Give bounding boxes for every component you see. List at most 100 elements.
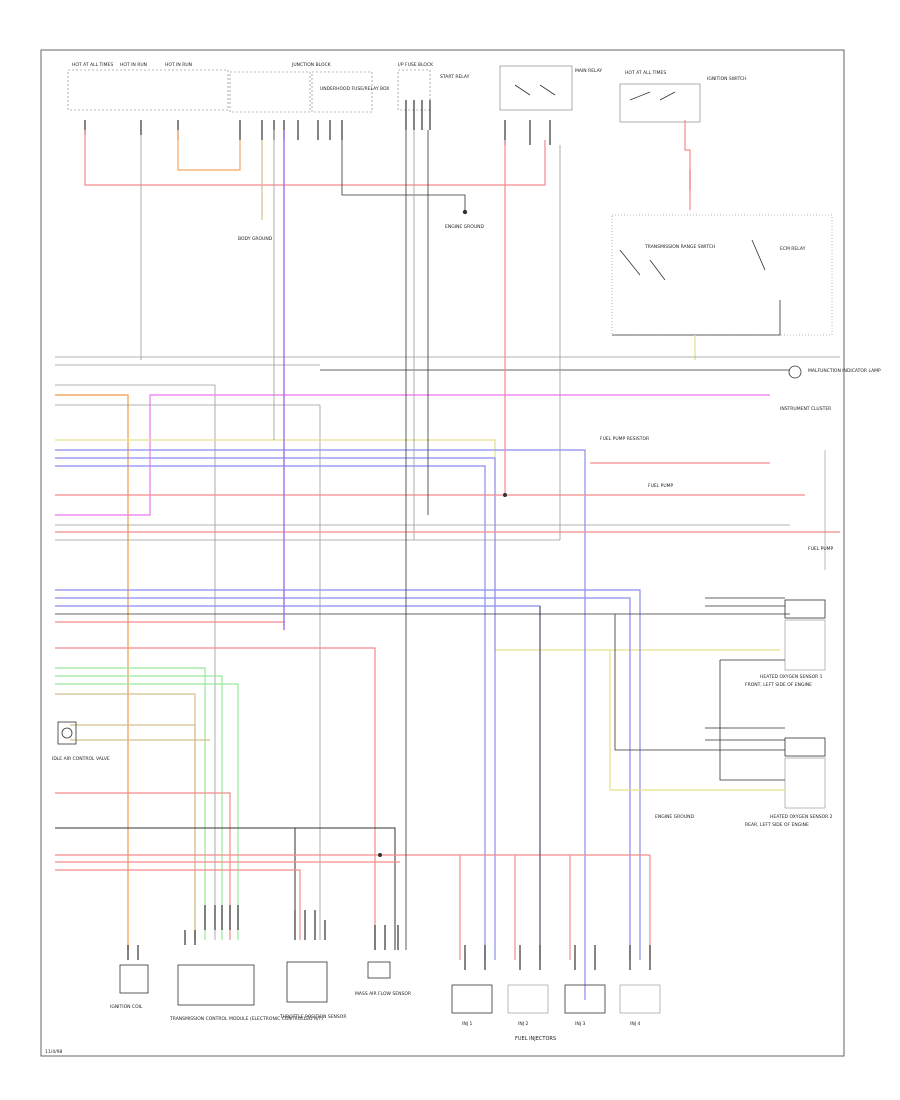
label-start-relay: START RELAY [440,74,470,80]
wire-red-maf [55,647,376,950]
footer-code: 11/4/98 [45,1049,62,1055]
tcm-box [177,964,255,1006]
label-inj4: INJ 4 [630,1021,640,1027]
label-engine-ground-2: ENGINE GROUND [655,814,694,820]
fuse-box-outline [67,69,229,111]
label-tcm: TRANSMISSION CONTROL MODULE (ELECTRONIC … [169,1016,323,1022]
label-instrument-cluster: INSTRUMENT CLUSTER [780,406,831,412]
label-fuel-pump-right: FUEL PUMP [808,546,834,552]
right-sensors: FUEL PUMP HEATED OXYGEN SENSOR 1 FRONT, … [609,450,834,828]
splice-dot [378,853,382,857]
wire-blue-2 [55,457,496,960]
splice-dot-2 [503,493,507,497]
wire-tan-iac [70,724,196,940]
label-ho2s-1: HEATED OXYGEN SENSOR 1 [760,674,823,680]
wire-green-1 [55,667,206,940]
wire-gray-tcm [55,384,216,940]
wire-dark-sensor [55,827,396,950]
wire-yellow-knock-2 [609,650,785,791]
junction-box-outline [229,71,311,113]
label-hot-in-run-2: HOT IN RUN [165,62,192,68]
label-mil: MALFUNCTION INDICATOR LAMP [808,368,881,374]
wire-engine-ground [341,140,466,210]
bottom-components: IGNITION COIL TRANSMISSION CONTROL MODUL… [110,905,661,1042]
label-hot-at-all-times-2: HOT AT ALL TIMES [625,70,666,76]
label-idle-air: IDLE AIR CONTROL VALVE [52,756,110,762]
wire-blue-4 [55,589,641,960]
label-body-ground: BODY GROUND [238,236,273,242]
wire-green-3 [55,683,239,940]
inj2-box [507,984,549,1014]
left-components: IDLE AIR CONTROL VALVE 11/4/98 [45,721,110,1055]
wire-ignition-feed [684,120,691,210]
label-inj2: INJ 2 [518,1021,528,1027]
label-o2-desc-1: FRONT, LEFT SIDE OF ENGINE [745,682,812,688]
ho2s2-connector [784,737,826,757]
label-ho2s-2: HEATED OXYGEN SENSOR 2 [770,814,833,820]
tps-box [286,961,328,1003]
wire-blue-1 [55,449,586,1000]
inj1-box [451,984,493,1014]
label-hot-in-run-1: HOT IN RUN [120,62,147,68]
label-fuel-pump-resistor: FUEL PUMP RESISTOR [600,436,649,442]
wire-magenta-1 [55,394,770,516]
label-tps: THROTTLE POSITION SENSOR [279,1014,346,1020]
wire-orange-coil [55,394,129,950]
harness-wires: MALFUNCTION INDICATOR LAMP INSTRUMENT CL… [55,356,881,1000]
label-main-relay: MAIN RELAY [575,68,602,74]
trans-switch-symbol [619,249,666,281]
ecm-relay-symbol [751,239,766,271]
underhood-box-outline [311,71,373,113]
relay-ground-wire [612,300,781,336]
wire-blue-3 [55,465,486,960]
relay-area: TRANSMISSION RANGE SWITCH ECM RELAY [611,214,833,360]
label-junction-block: JUNCTION BLOCK [291,62,332,68]
inj4-box [619,984,661,1014]
label-engine-ground: ENGINE GROUND [445,224,484,230]
bottom-connector-ticks [127,905,651,970]
ho2s1-body [784,619,826,671]
ignition-switch-box [619,83,701,123]
label-hot-at-all-times-1: HOT AT ALL TIMES [72,62,113,68]
label-fuel-pump: FUEL PUMP [648,483,674,489]
ignition-switch-symbol [629,91,676,101]
ho2s1-connector [784,599,826,619]
diagram-frame [40,49,845,1057]
ho2s2-body [784,757,826,809]
label-underhood-fuse: UNDERHOOD FUSE/RELAY BOX [320,86,389,92]
wire-green-2 [55,675,223,940]
label-ignition-coil: IGNITION COIL [110,1004,143,1010]
label-ecm-relay: ECM RELAY [780,246,806,252]
wire-red-5 [55,792,231,940]
wire-ho2s2-c [614,614,785,751]
label-o2-desc-2: REAR, LEFT SIDE OF ENGINE [745,822,809,828]
ignition-coil-box [119,964,149,994]
relay-outline [611,214,833,336]
ground-dot [462,209,468,215]
vertical-trunks [273,130,561,960]
maf-box [367,961,391,979]
wire-orange-top [177,130,241,171]
label-inj3: INJ 3 [575,1021,585,1027]
relay-switch-symbol [514,84,556,96]
wire-red-tps [55,869,301,940]
main-relay-box [499,65,573,111]
lamp-icon [788,365,802,379]
iac-valve-symbol [57,721,77,745]
wire-red-top [84,130,546,186]
label-trans-range: TRANSMISSION RANGE SWITCH [644,244,715,250]
inj3-box [564,984,606,1014]
iac-valve-coil [61,727,73,739]
label-inj1: INJ 1 [462,1021,472,1027]
wire-ho2s2-d [719,660,785,781]
top-power-section: HOT AT ALL TIMES HOT IN RUN HOT IN RUN J… [67,62,747,360]
label-fuse-block: I/P FUSE BLOCK [398,62,434,68]
wire-yellow-knock [55,439,780,651]
label-fuel-injectors: FUEL INJECTORS [515,1036,556,1042]
top-connector-ticks [84,100,551,145]
label-maf: MASS AIR FLOW SENSOR [355,991,411,997]
label-ignition-switch: IGNITION SWITCH [707,76,747,82]
wire-blue-5 [55,597,631,960]
